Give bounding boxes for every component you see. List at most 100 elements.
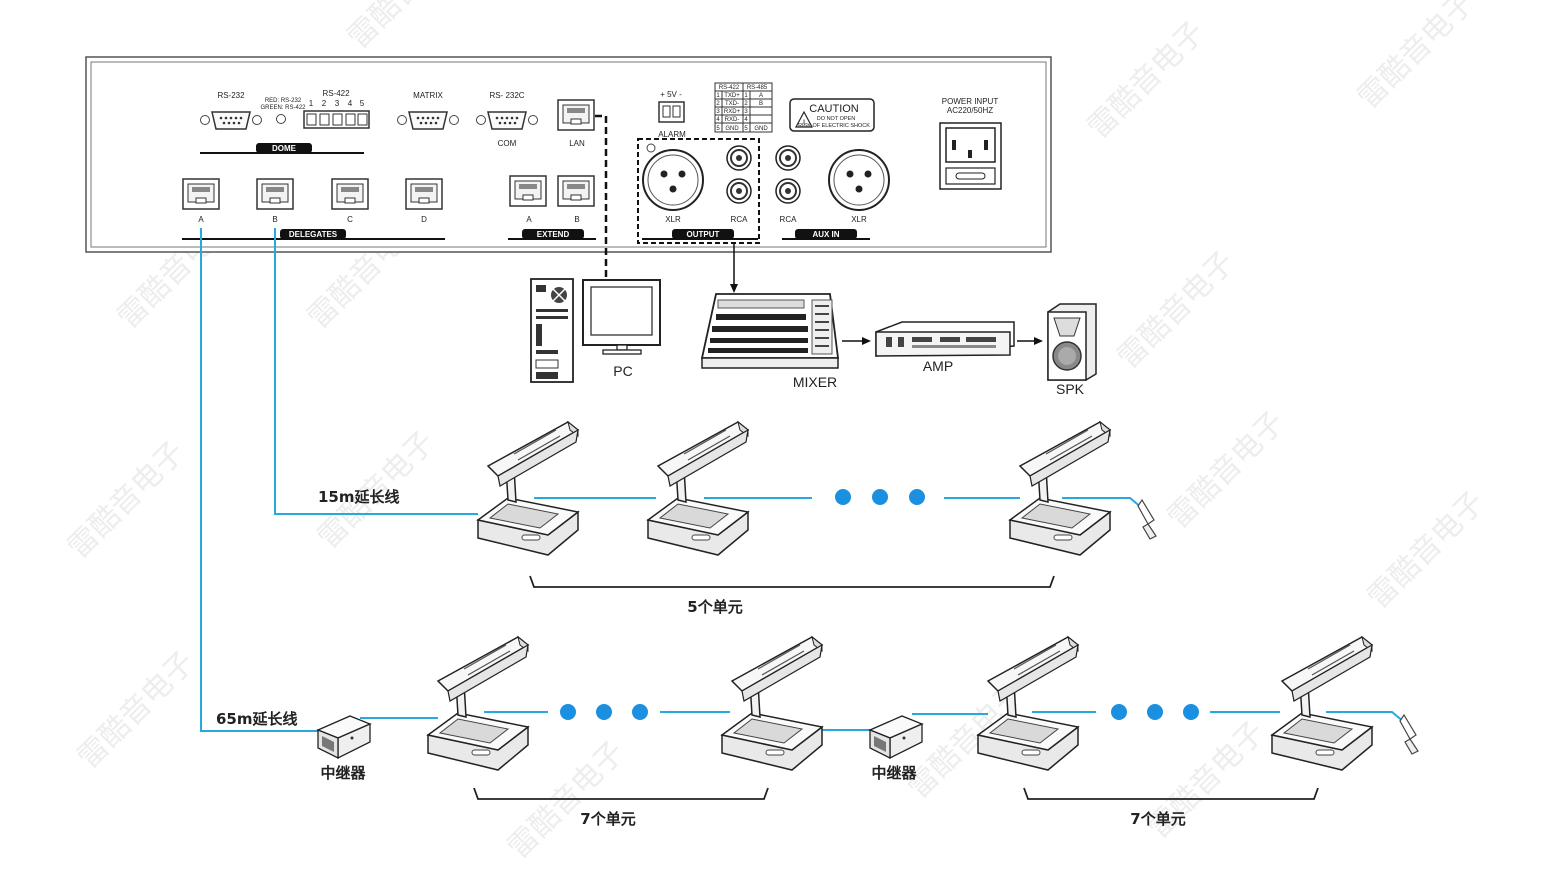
output-xlr-port[interactable] <box>642 149 704 211</box>
watermark-text: 雷酷音电子 <box>1351 0 1482 116</box>
watermark-text: 雷酷音电子 <box>1081 15 1212 146</box>
pin-cell: GND <box>754 126 768 132</box>
power-label-2: AC220/50HZ <box>947 106 993 115</box>
speaker-icon <box>1047 303 1097 381</box>
power-label-1: POWER INPUT <box>942 97 999 106</box>
extend-label-a: A <box>526 215 532 224</box>
pin-cell: RXD+ <box>724 109 741 115</box>
arrow-icon <box>1034 337 1043 345</box>
pin-cell: 1 <box>716 93 720 99</box>
watermark-text: 雷酷音电子 <box>341 0 472 56</box>
lan-cable <box>595 114 608 288</box>
watermark-text: 雷酷音电子 <box>1161 405 1292 536</box>
v5-label: + 5V - <box>660 90 682 99</box>
matrix-label: MATRIX <box>413 91 443 100</box>
cable-15m-label: 15m延长线 <box>318 488 400 506</box>
repeater-label-1: 中继器 <box>320 764 366 782</box>
pin-table: RS-422 RS-485 1 TXD+ 1 A 2 TXD- 2 B 3 RX… <box>714 82 773 133</box>
pin-cell: 2 <box>744 101 748 107</box>
pin-cell: 5 <box>716 126 720 132</box>
rs422-terminal[interactable] <box>303 110 370 129</box>
group-brackets <box>473 575 1319 800</box>
lan-label: LAN <box>569 139 585 148</box>
output-label: OUTPUT <box>687 230 720 239</box>
watermark-text: 雷酷音电子 <box>1111 245 1242 376</box>
amp-icon <box>875 321 1015 357</box>
pin-table-h1: RS-422 <box>719 85 740 91</box>
output-rca-label: RCA <box>731 215 749 224</box>
svg-text:!: ! <box>803 118 806 128</box>
pin-cell: 5 <box>744 126 748 132</box>
extend-label: EXTEND <box>537 230 570 239</box>
extend-port-a[interactable] <box>509 175 547 207</box>
continuation-dots <box>560 489 1199 720</box>
terminator-plug-icon <box>1399 714 1419 755</box>
screw-icon <box>646 143 656 153</box>
pc-label: PC <box>613 363 632 379</box>
aux-in-label: AUX IN <box>812 230 839 239</box>
repeater-label-2: 中继器 <box>871 764 917 782</box>
status-led <box>276 114 286 124</box>
aux-rca-port-bottom[interactable] <box>775 178 801 204</box>
rear-panel: RS-232 RED: RS-232 GREEN: RS-422 RS-422 … <box>85 56 1052 253</box>
delegate-port-a[interactable] <box>182 178 220 210</box>
rs422-pin-1: 1 <box>309 99 314 108</box>
com-label: COM <box>498 139 517 148</box>
pin-cell: 2 <box>716 101 720 107</box>
watermark-text: 雷酷音电子 <box>501 735 632 866</box>
delegate-port-d[interactable] <box>405 178 443 210</box>
pin-cell: 3 <box>716 109 720 115</box>
pin-cell: B <box>759 101 763 107</box>
microphone-unit-icon <box>721 636 823 771</box>
delegate-port-c[interactable] <box>331 178 369 210</box>
caution-title: CAUTION <box>809 103 859 115</box>
aux-xlr-label: XLR <box>851 215 867 224</box>
cable-lines <box>200 228 1405 732</box>
output-dashed-box <box>637 138 760 244</box>
cable-65m-label: 65m延长线 <box>216 710 298 728</box>
output-rca-port-top[interactable] <box>726 145 752 171</box>
group-7-label-2: 7个单元 <box>1130 810 1185 828</box>
alarm-terminal[interactable] <box>658 101 685 123</box>
led-note-red: RED: RS-232 <box>265 98 302 104</box>
repeater-icon <box>317 715 371 759</box>
led-note-green: GREEN: RS-422 <box>260 105 306 111</box>
group-7-label-1: 7个单元 <box>580 810 635 828</box>
microphone-unit-icon <box>427 636 529 771</box>
pin-cell: 4 <box>716 117 720 123</box>
watermark-text: 雷酷音电子 <box>61 435 192 566</box>
rs422-pin-3: 3 <box>335 99 340 108</box>
delegate-label-b: B <box>272 215 277 224</box>
rs232-label: RS-232 <box>217 91 245 100</box>
caution-line-2: RISK OF ELECTRIC SHOCK <box>798 123 870 129</box>
pin-cell: GND <box>725 126 739 132</box>
output-rca-port-bottom[interactable] <box>726 178 752 204</box>
extend-label-b: B <box>574 215 579 224</box>
pin-cell: 1 <box>744 93 748 99</box>
caution-line-1: DO NOT OPEN <box>817 116 855 122</box>
rs232c-label: RS- 232C <box>489 91 524 100</box>
pin-cell: RXD- <box>725 117 740 123</box>
arrow-icon <box>862 337 871 345</box>
watermark-text: 雷酷音电子 <box>71 645 202 776</box>
pc-icon <box>530 278 661 383</box>
amp-label: AMP <box>923 358 953 374</box>
rs422-pin-2: 2 <box>322 99 327 108</box>
microphone-unit-icon <box>1009 421 1111 556</box>
delegates-label: DELEGATES <box>289 230 338 239</box>
pin-cell: 3 <box>744 109 748 115</box>
rs422-pin-5: 5 <box>360 99 365 108</box>
power-socket[interactable] <box>939 122 1002 190</box>
lan-port[interactable] <box>557 99 595 131</box>
delegate-label-a: A <box>198 215 204 224</box>
repeater-icon <box>869 715 923 759</box>
extend-port-b[interactable] <box>557 175 595 207</box>
delegate-port-b[interactable] <box>256 178 294 210</box>
microphone-unit-icon <box>477 421 579 556</box>
aux-xlr-port[interactable] <box>828 149 890 211</box>
pin-table-h2: RS-485 <box>747 85 768 91</box>
microphone-unit-icon <box>1271 636 1373 771</box>
aux-rca-label: RCA <box>780 215 798 224</box>
rs422-pin-4: 4 <box>348 99 353 108</box>
aux-rca-port-top[interactable] <box>775 145 801 171</box>
